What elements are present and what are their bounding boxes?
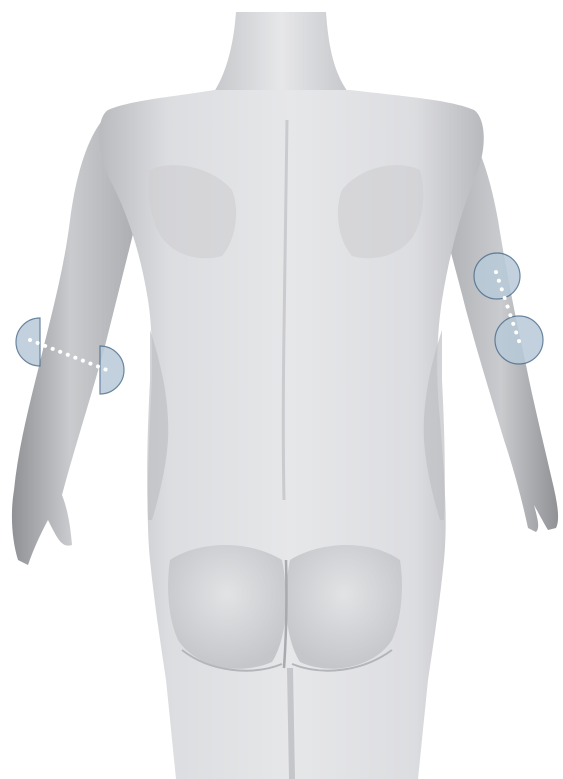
marker-upper-circle (474, 253, 520, 299)
neck (214, 12, 348, 92)
leg-split (290, 668, 292, 779)
